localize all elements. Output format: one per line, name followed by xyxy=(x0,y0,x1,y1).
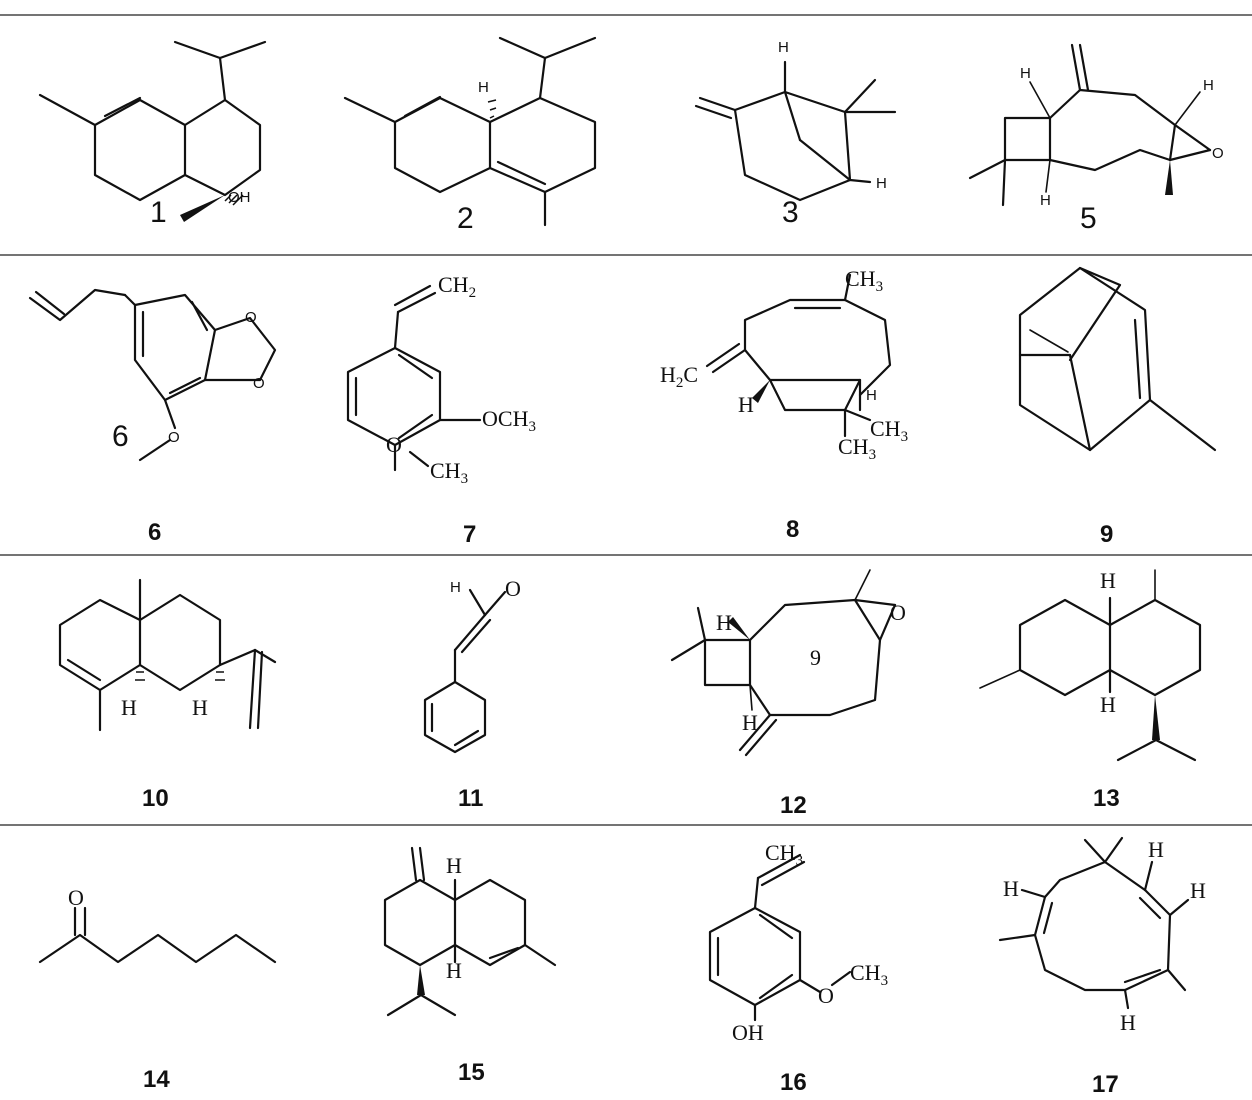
atom-label: H xyxy=(742,710,758,735)
compound-number-15: 15 xyxy=(458,1059,485,1086)
compound-number-6: 6 xyxy=(148,519,161,546)
structure-14: O 14 xyxy=(38,885,277,1093)
structure-12: H H O 9 12 xyxy=(670,569,906,819)
atom-label: H xyxy=(192,695,208,720)
atom-label: O xyxy=(68,885,84,910)
atom-label: CH2 xyxy=(438,272,476,301)
compound-number-7: 7 xyxy=(463,521,476,548)
atom-label: H xyxy=(716,610,732,635)
structure-3: H H 3 xyxy=(694,39,897,229)
structure-1: OH 1 xyxy=(38,40,267,229)
compound-number-13: 13 xyxy=(1093,785,1120,812)
atom-label: H xyxy=(1003,876,1019,901)
compound-number-14: 14 xyxy=(143,1066,170,1093)
atom-label: O xyxy=(890,600,906,625)
atom-label: H xyxy=(1100,568,1116,593)
atom-label: H xyxy=(450,579,461,596)
compound-number-9: 9 xyxy=(1100,521,1113,548)
atom-label: CH3 xyxy=(838,434,876,463)
atom-label: H xyxy=(1100,692,1116,717)
row-dividers xyxy=(0,14,1252,826)
atom-label: O xyxy=(818,983,834,1008)
structure-5: H H H O 5 xyxy=(968,43,1224,235)
atom-label: H xyxy=(1148,837,1164,862)
structure-15: H H 15 xyxy=(383,846,557,1086)
compound-number-16: 16 xyxy=(780,1069,807,1096)
atom-label: CH3 xyxy=(765,840,803,869)
atom-label: CH3 xyxy=(430,458,468,487)
structure-17: H H H H 17 xyxy=(998,836,1206,1098)
compound-number-3: 3 xyxy=(782,196,799,229)
atom-label: O xyxy=(1212,145,1224,162)
atom-label: OH xyxy=(732,1020,764,1045)
atom-label: O xyxy=(168,429,180,446)
atom-label: H xyxy=(1120,1010,1136,1035)
atom-label: O xyxy=(505,576,521,601)
atom-label: O xyxy=(386,432,402,457)
atom-label: H xyxy=(1203,77,1214,94)
atom-label: H xyxy=(121,695,137,720)
compound-number-17: 17 xyxy=(1092,1071,1119,1098)
atom-label: H xyxy=(778,39,789,56)
atom-label: H xyxy=(1190,878,1206,903)
atom-label: CH3 xyxy=(845,266,883,295)
compound-number-10: 10 xyxy=(142,785,169,812)
atom-label: O xyxy=(245,309,257,326)
compound-number-1: 1 xyxy=(150,196,167,229)
structure-10: H H 10 xyxy=(58,578,277,812)
atom-label: H xyxy=(446,853,462,878)
atom-label: H xyxy=(1040,192,1051,209)
compound-number-8: 8 xyxy=(786,516,799,543)
structure-7: CH2 OCH3 O CH3 7 xyxy=(346,272,536,548)
compound-number-6-inline: 6 xyxy=(112,420,129,453)
atom-label: H xyxy=(1020,65,1031,82)
compound-number-12: 12 xyxy=(780,792,807,819)
atom-label: CH3 xyxy=(850,960,888,989)
compound-number-5: 5 xyxy=(1080,202,1097,235)
structure-8: CH3 H H2C H CH3 CH3 8 xyxy=(660,266,908,543)
ring-size-label: 9 xyxy=(810,645,821,670)
atom-label: H xyxy=(738,392,754,417)
atom-label: OH xyxy=(228,189,251,206)
atom-label: H xyxy=(876,175,887,192)
structure-2: H 2 xyxy=(343,36,597,235)
structure-11: H O 11 xyxy=(423,576,521,812)
atom-label: O xyxy=(253,375,265,392)
atom-label: CH3 xyxy=(870,416,908,445)
atom-label: H xyxy=(446,958,462,983)
structure-6: O O O 6 6 xyxy=(28,288,277,546)
atom-label: OCH3 xyxy=(482,406,536,435)
compound-number-2: 2 xyxy=(457,202,474,235)
structure-13: H H 13 xyxy=(979,568,1202,812)
compound-number-11: 11 xyxy=(458,785,483,812)
structure-9: 9 xyxy=(1018,266,1217,548)
structure-16: CH3 O CH3 OH 16 xyxy=(708,840,888,1096)
atom-label: H2C xyxy=(660,362,698,391)
atom-label: H xyxy=(478,79,489,96)
atom-label: H xyxy=(866,387,877,404)
